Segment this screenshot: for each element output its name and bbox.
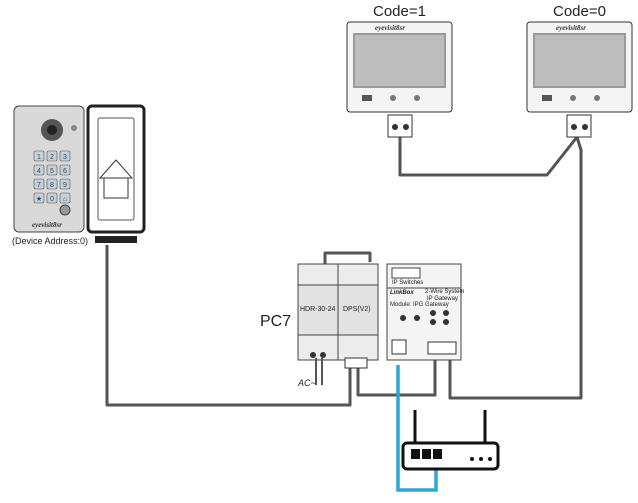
converter-subtitle: IP Gateway: [427, 296, 458, 302]
ethernet-cable: [396, 365, 438, 492]
keypad-key-label: ★: [36, 195, 42, 203]
keypad-key-label: 4: [37, 168, 41, 175]
converter-sub-label: Module: IPG Gateway: [390, 302, 449, 308]
keypad-key: [46, 150, 58, 162]
keypad-key-label: 8: [50, 182, 54, 189]
monitor-code1-label: Code=1: [373, 3, 426, 20]
wire-dps-loop: [323, 251, 372, 270]
monitor-code1: [346, 21, 453, 138]
ip-converter: [386, 263, 462, 361]
keypad-key: [33, 164, 45, 176]
keypad-key-label: 0: [50, 196, 54, 203]
wire-monitor2-to-converter: [448, 136, 583, 400]
monitor-code1-brand: eyevisit8sr: [375, 24, 405, 32]
keypad-key-label: 1: [37, 154, 41, 161]
keypad-key: [46, 178, 58, 190]
wire-monitor1: [398, 136, 579, 177]
hdr-label: HDR-30-24: [300, 306, 336, 313]
keypad-key-label: ⌂: [63, 196, 67, 203]
keypad-key: [33, 178, 45, 190]
power-supply: [297, 263, 379, 385]
router: [401, 410, 500, 471]
keypad-key: [46, 164, 58, 176]
keypad-key: [33, 192, 45, 204]
keypad-key-label: 7: [37, 182, 41, 189]
keypad-key: [33, 150, 45, 162]
power-supply-label: PC7: [260, 313, 292, 330]
monitor-code0-brand: eyevisit8sr: [556, 24, 586, 32]
keypad-key: [59, 192, 71, 204]
wires: [105, 136, 583, 407]
converter-brand: LinkBox: [390, 290, 414, 296]
converter-top-label: IP Switches: [392, 280, 424, 286]
door-station-back: [86, 104, 146, 243]
keypad-key-label: 3: [63, 154, 67, 161]
keypad-key: [59, 150, 71, 162]
monitor-code0: [526, 21, 633, 138]
keypad: 1 2 3 4 5 6 7 8 9 ★ 0 ⌂: [33, 150, 71, 204]
wire-door-station: [105, 245, 352, 407]
keypad-key-label: 5: [50, 168, 54, 175]
monitor-code0-label: Code=0: [553, 3, 606, 20]
keypad-key-label: 2: [50, 154, 54, 161]
converter-title: 2-Wire System: [425, 289, 465, 295]
door-station-front: 1 2 3 4 5 6 7 8 9 ★ 0 ⌂: [13, 105, 85, 233]
door-station-address-label: (Device Address:0): [12, 236, 89, 246]
keypad-key: [59, 164, 71, 176]
door-station-brand: eyevisit8sr: [32, 221, 62, 229]
ac-label: AC~: [298, 378, 316, 388]
keypad-key-label: 9: [63, 182, 67, 189]
keypad-key-label: 6: [63, 168, 67, 175]
keypad-key: [59, 178, 71, 190]
dps-label: DPS(V2): [343, 306, 371, 313]
keypad-key: [46, 192, 58, 204]
